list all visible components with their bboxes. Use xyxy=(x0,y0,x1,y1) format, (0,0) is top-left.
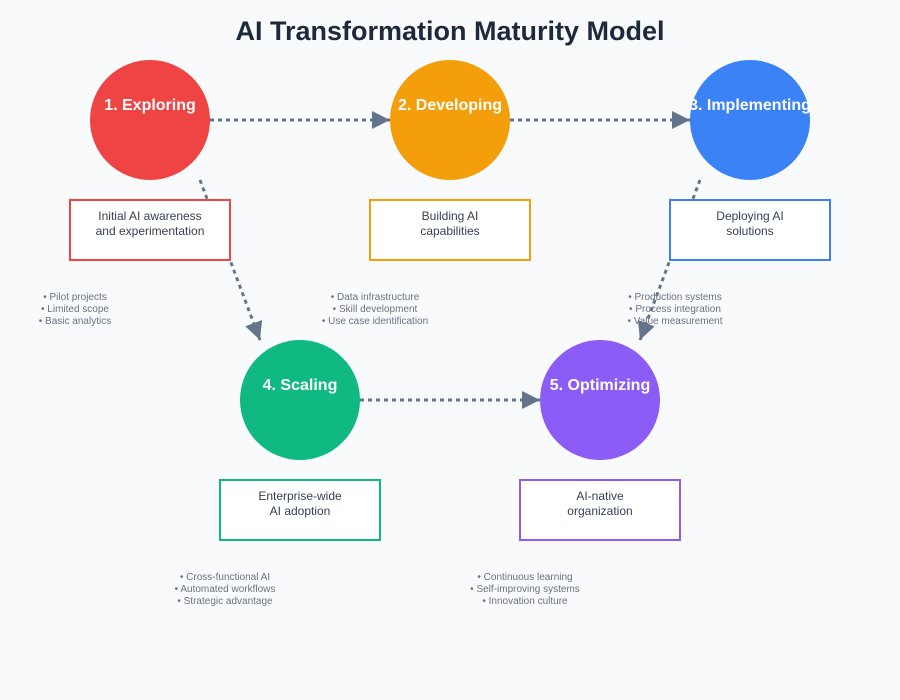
bullet-item: • Cross-functional AI xyxy=(180,572,270,583)
description-box xyxy=(219,479,381,541)
bullet-item: • Production systems xyxy=(628,292,722,303)
bullet-item: • Use case identification xyxy=(322,316,428,327)
stage-scaling: 4. Scaling Enterprise-wide AI adoption •… xyxy=(175,340,381,607)
bullet-item: • Limited scope xyxy=(41,304,109,315)
bullet-item: • Continuous learning xyxy=(477,572,572,583)
stage-circle xyxy=(240,340,360,460)
description-box xyxy=(369,199,531,261)
bullet-item: • Data infrastructure xyxy=(331,292,420,303)
stage-label: 1. Exploring xyxy=(104,97,196,114)
description-line: Deploying AI xyxy=(716,209,783,223)
bullet-item: • Process integration xyxy=(629,304,721,315)
description-box xyxy=(69,199,231,261)
bullet-item: • Value measurement xyxy=(627,316,722,327)
stage-label: 3. Implementing xyxy=(689,97,811,114)
description-line: Building AI xyxy=(422,209,479,223)
stage-circle xyxy=(390,60,510,180)
description-line: AI adoption xyxy=(270,504,331,518)
stage-label: 4. Scaling xyxy=(263,377,338,394)
bullet-item: • Skill development xyxy=(333,304,418,315)
stage-circle xyxy=(90,60,210,180)
stage-exploring: 1. Exploring Initial AI awareness and ex… xyxy=(39,60,231,327)
description-line: AI-native xyxy=(576,489,624,503)
description-line: Initial AI awareness xyxy=(98,209,201,223)
description-line: capabilities xyxy=(420,224,479,238)
bullet-item: • Self-improving systems xyxy=(470,584,580,595)
description-box xyxy=(519,479,681,541)
description-line: and experimentation xyxy=(96,224,205,238)
connectors xyxy=(198,111,702,409)
stage-label: 2. Developing xyxy=(398,97,502,114)
bullet-item: • Innovation culture xyxy=(482,596,568,607)
bullet-item: • Pilot projects xyxy=(43,292,107,303)
stage-label: 5. Optimizing xyxy=(550,377,650,394)
stage-circle xyxy=(540,340,660,460)
stage-implementing: 3. Implementing Deploying AI solutions •… xyxy=(627,60,831,327)
description-box xyxy=(669,199,831,261)
bullet-item: • Automated workflows xyxy=(175,584,276,595)
description-line: organization xyxy=(567,504,632,518)
stage-developing: 2. Developing Building AI capabilities •… xyxy=(322,60,531,327)
bullet-item: • Strategic advantage xyxy=(177,596,273,607)
bullet-item: • Basic analytics xyxy=(39,316,111,327)
stage-optimizing: 5. Optimizing AI-native organization • C… xyxy=(470,340,681,607)
description-line: Enterprise-wide xyxy=(258,489,342,503)
stage-circle xyxy=(690,60,810,180)
diagram-title: AI Transformation Maturity Model xyxy=(235,16,664,46)
description-line: solutions xyxy=(726,224,773,238)
